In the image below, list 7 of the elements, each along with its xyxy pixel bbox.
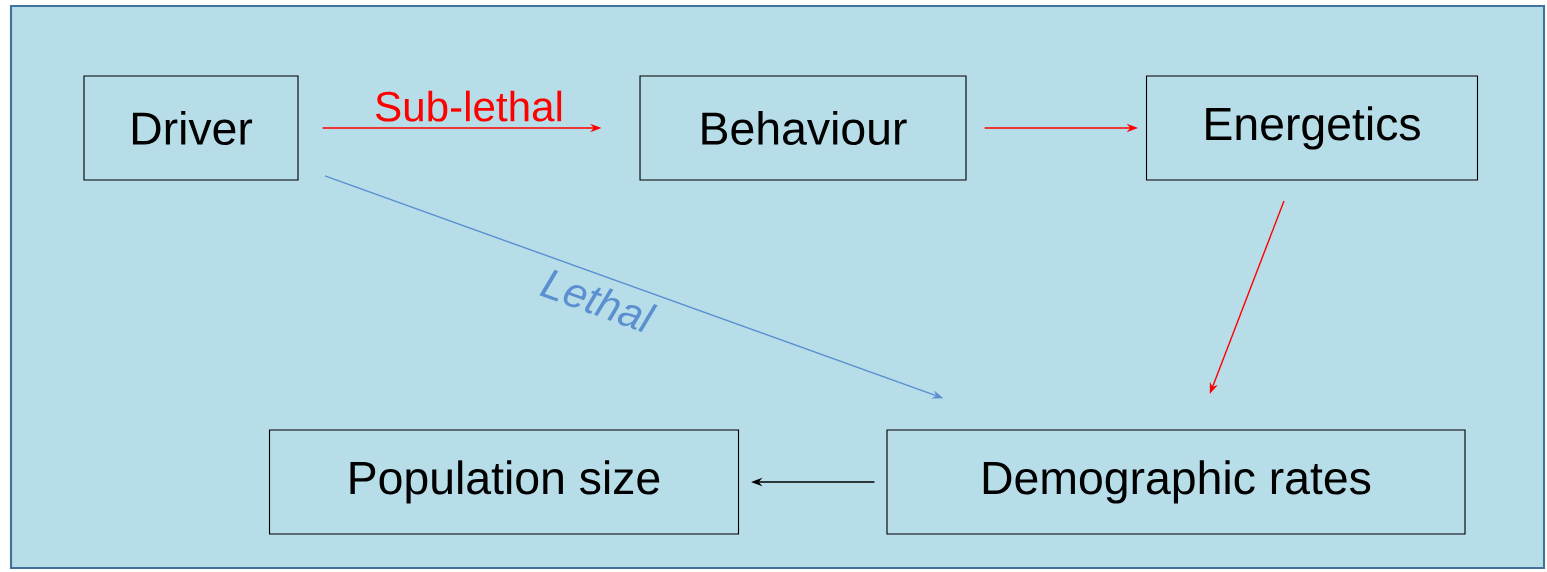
process-box: Energetics: [1145, 75, 1479, 181]
edge-label: Sub-lethal: [375, 90, 562, 122]
process-box: Behaviour: [639, 75, 967, 181]
edge-label: Lethal: [539, 269, 658, 332]
process-box: Demographic rates: [886, 429, 1466, 535]
process-box: Driver: [83, 75, 299, 181]
process-box: Population size: [268, 429, 740, 535]
